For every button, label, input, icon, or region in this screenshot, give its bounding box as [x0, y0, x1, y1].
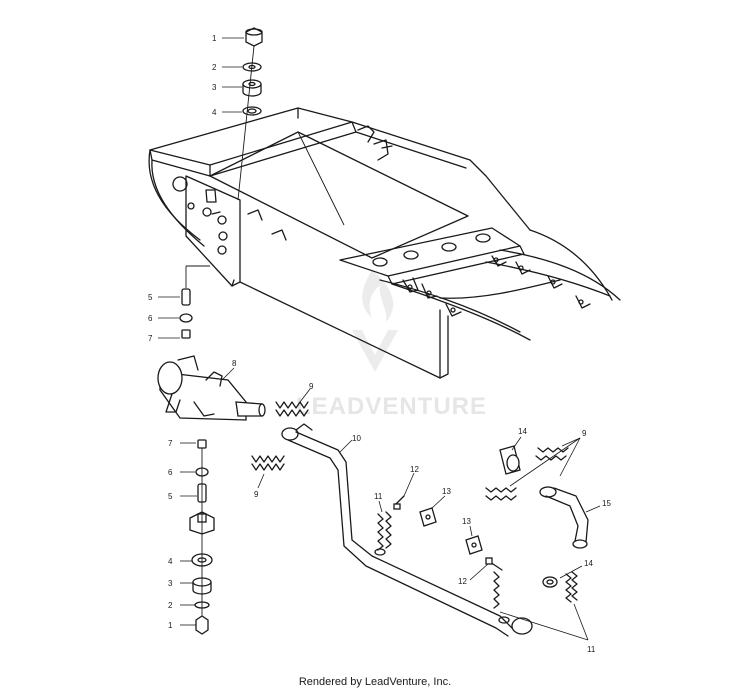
callout-muffler-8: 8	[232, 359, 237, 368]
callout-bottom-4: 4	[168, 557, 173, 566]
top-hardware-stack	[237, 27, 263, 201]
callout-spring-left-lower-9: 9	[254, 490, 259, 499]
ring-lower	[542, 576, 558, 588]
mid-hardware-stack	[179, 265, 210, 339]
callout-spring-center-11: 11	[374, 492, 383, 501]
callout-ring-14: 14	[584, 559, 593, 568]
callout-bottom-7: 7	[168, 439, 173, 448]
callout-bottom-2: 2	[168, 601, 173, 610]
watermark-text: LEADVENTURE	[296, 393, 487, 420]
spring-lower-center	[493, 571, 500, 609]
callout-bottom-1: 1	[168, 621, 173, 630]
callout-top-4: 4	[212, 108, 217, 117]
elbow-pipe	[539, 486, 589, 549]
callout-top-2: 2	[212, 63, 217, 72]
callout-bracket-center-13: 13	[442, 487, 451, 496]
rendered-by-credit: Rendered by LeadVenture, Inc.	[298, 676, 452, 688]
spring-left-lower	[251, 455, 285, 471]
callout-springs-right-9: 9	[582, 429, 587, 438]
callout-mid-6: 6	[148, 314, 153, 323]
muffler	[157, 355, 266, 421]
callout-bottom-3: 3	[168, 579, 173, 588]
springs-right	[485, 447, 569, 501]
callout-bottom-6: 6	[168, 468, 173, 477]
stud-lower	[485, 557, 503, 571]
callout-top-1: 1	[212, 34, 217, 43]
callout-mid-5: 5	[148, 293, 153, 302]
callout-elbow-15: 15	[602, 499, 611, 508]
callout-mid-7: 7	[148, 334, 153, 343]
callout-spring-left-upper-9: 9	[309, 382, 314, 391]
callout-clamp-14: 14	[518, 427, 527, 436]
callout-labels: 1 2 3 4 5 6 7 8 9 9 10 11 12 13 13 12 14…	[148, 34, 611, 654]
callout-pipe-10: 10	[352, 434, 361, 443]
callout-springs-lower-11: 11	[587, 645, 596, 654]
callout-bottom-5: 5	[168, 492, 173, 501]
spring-center	[377, 511, 392, 551]
callout-top-3: 3	[212, 83, 217, 92]
leader-lines	[158, 37, 601, 641]
clamp-upper	[499, 445, 521, 475]
callout-stud-lower-12: 12	[458, 577, 467, 586]
callout-bracket-lower-13: 13	[462, 517, 471, 526]
exhaust-pipe	[281, 423, 533, 637]
leadventure-watermark: LEADVENTURE	[296, 270, 487, 420]
spring-lower-right	[565, 571, 578, 603]
callout-stud-center-12: 12	[410, 465, 419, 474]
bottom-hardware-stack	[189, 439, 215, 635]
spring-left-upper	[275, 401, 309, 417]
bracket-center	[419, 507, 437, 527]
bracket-lower	[465, 535, 483, 555]
frame-assembly	[148, 107, 621, 379]
stud-center	[393, 495, 405, 510]
